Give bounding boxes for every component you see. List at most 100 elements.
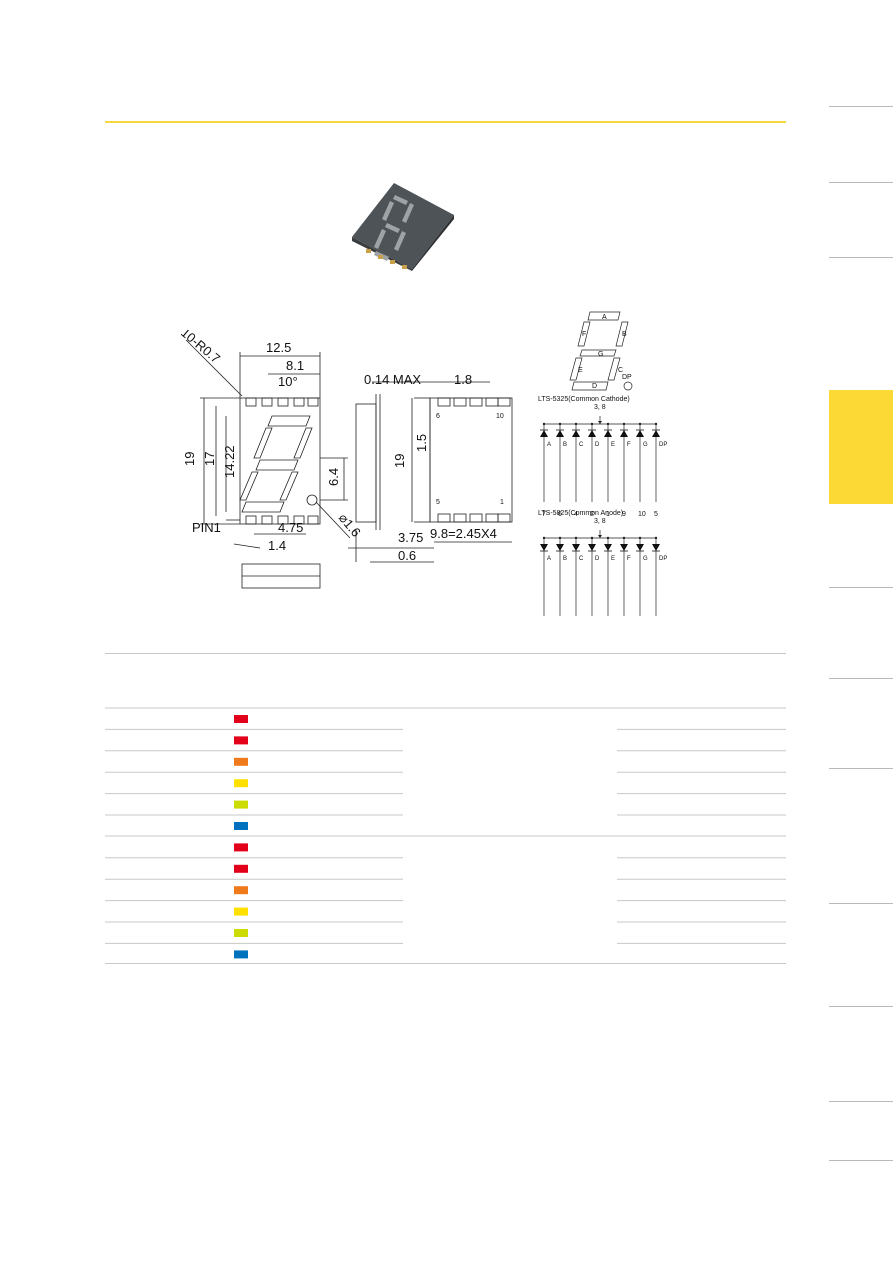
front-view-bottom-pads xyxy=(245,515,319,525)
dim-max-thickness: 0.14 MAX xyxy=(364,372,421,387)
seg-label-e: E xyxy=(578,367,583,374)
pin-number-g: 10 xyxy=(638,511,646,518)
dim-height3: 14.22 xyxy=(222,445,237,478)
seg-label-a: A xyxy=(602,314,607,321)
segment-label-b: B xyxy=(563,556,567,562)
package-dimension-drawing: 12.5 8.1 10° 10-R0.7 19 17 14.22 6.4 4.7… xyxy=(180,330,513,589)
diode-d xyxy=(588,430,596,437)
dim-pad-length: 1.8 xyxy=(454,372,472,387)
diode-b xyxy=(556,544,564,551)
segment-label-dp: DP xyxy=(659,556,667,562)
rear-pin-10: 10 xyxy=(496,413,504,420)
dim-seg-width: 8.1 xyxy=(286,358,304,373)
segment-label-c: C xyxy=(579,556,584,562)
color-swatch xyxy=(234,843,248,852)
seg-label-g: G xyxy=(598,351,603,358)
side-nav-divider xyxy=(829,768,893,769)
pin1-label: PIN1 xyxy=(192,520,221,535)
pin-number-c: 4 xyxy=(574,511,578,518)
dim-height2: 17 xyxy=(202,452,217,466)
diode-d xyxy=(588,544,596,551)
cathode-title: LTS-5325(Common Cathode) xyxy=(538,396,630,403)
diode-g xyxy=(636,544,644,551)
cathode-common-pins: 3, 8 xyxy=(594,404,606,411)
diode-f xyxy=(620,544,628,551)
pin-number-b: 6 xyxy=(558,511,562,518)
color-swatch xyxy=(234,715,248,723)
diode-g xyxy=(636,430,644,437)
segment-label-b: B xyxy=(563,442,567,448)
diode-c xyxy=(572,544,580,551)
color-swatch xyxy=(234,950,248,959)
dim-corner-radius: 10-R0.7 xyxy=(180,330,223,366)
diode-e xyxy=(604,430,612,437)
side-nav-divider xyxy=(829,257,893,258)
side-nav-divider xyxy=(829,182,893,183)
anode-common-pins: 3, 8 xyxy=(594,518,606,525)
diode-dp xyxy=(652,544,660,551)
color-swatch xyxy=(234,757,248,766)
seg-label-c: C xyxy=(618,367,623,374)
color-swatch xyxy=(234,864,248,873)
segment-label-dp: DP xyxy=(659,442,667,448)
diode-b xyxy=(556,430,564,437)
diode-a xyxy=(540,430,548,437)
rear-view-bottom-pads xyxy=(437,513,511,523)
product-color-table xyxy=(105,653,786,965)
dim-pin-pitch: 4.75 xyxy=(278,520,303,535)
rear-pin-5: 5 xyxy=(436,499,440,506)
dim-pitch-total: 9.8=2.45X4 xyxy=(430,526,497,541)
segment-label-c: C xyxy=(579,442,584,448)
product-photo xyxy=(352,183,454,271)
side-view-body xyxy=(355,403,377,523)
color-swatch xyxy=(234,800,248,809)
side-nav-divider xyxy=(829,1101,893,1102)
table-grid xyxy=(105,653,786,964)
side-nav-divider xyxy=(829,1006,893,1007)
seg-label-f: F xyxy=(582,331,586,338)
segment-label-g: G xyxy=(643,442,648,448)
dim-depth: 3.75 xyxy=(398,530,423,545)
rear-pin-6: 6 xyxy=(436,413,440,420)
dim-side-height: 19 xyxy=(392,454,407,468)
dim-lead: 0.6 xyxy=(398,548,416,563)
front-view-digit-outline xyxy=(239,415,313,513)
dim-pad-width: 1.5 xyxy=(414,434,429,452)
segment-label-f: F xyxy=(627,556,631,562)
dim-pin-offset: 1.4 xyxy=(268,538,286,553)
side-nav-divider xyxy=(829,587,893,588)
seg-label-d: D xyxy=(592,383,597,390)
pin-number-a: 7 xyxy=(542,511,546,518)
pin-number-e: 1 xyxy=(606,511,610,518)
diode-f xyxy=(620,430,628,437)
segment-label-e: E xyxy=(611,556,615,562)
side-nav-divider xyxy=(829,106,893,107)
front-view-body xyxy=(239,397,321,525)
segment-label-e: E xyxy=(611,442,615,448)
rear-view-top-pads xyxy=(437,397,511,407)
decimal-point-outline xyxy=(306,494,318,506)
rear-pin-1: 1 xyxy=(500,499,504,506)
dim-dp-diameter: ⌀1.6 xyxy=(336,510,364,539)
pin-number-dp: 5 xyxy=(654,511,658,518)
dim-height: 19 xyxy=(182,452,197,466)
segment-outline-diagram xyxy=(569,311,633,391)
color-swatch xyxy=(234,929,248,937)
diode-c xyxy=(572,430,580,437)
side-nav-active-tab[interactable] xyxy=(829,390,893,504)
color-swatch xyxy=(234,907,248,916)
pin-number-d: 2 xyxy=(590,511,594,518)
segment-label-d: D xyxy=(595,442,600,448)
pinout-circuit-diagram: A B C D E F G DP LTS-5325(Common Cathode… xyxy=(538,311,667,616)
anode-title: LTS-5825(Common Anode) xyxy=(538,510,623,517)
dim-dp-offset: 6.4 xyxy=(326,468,341,486)
side-nav-divider xyxy=(829,1160,893,1161)
color-swatch xyxy=(234,886,248,895)
segment-label-a: A xyxy=(547,442,551,448)
dim-width: 12.5 xyxy=(266,340,291,355)
front-view-top-pads xyxy=(245,397,319,407)
side-nav-divider xyxy=(829,903,893,904)
diode-a xyxy=(540,544,548,551)
